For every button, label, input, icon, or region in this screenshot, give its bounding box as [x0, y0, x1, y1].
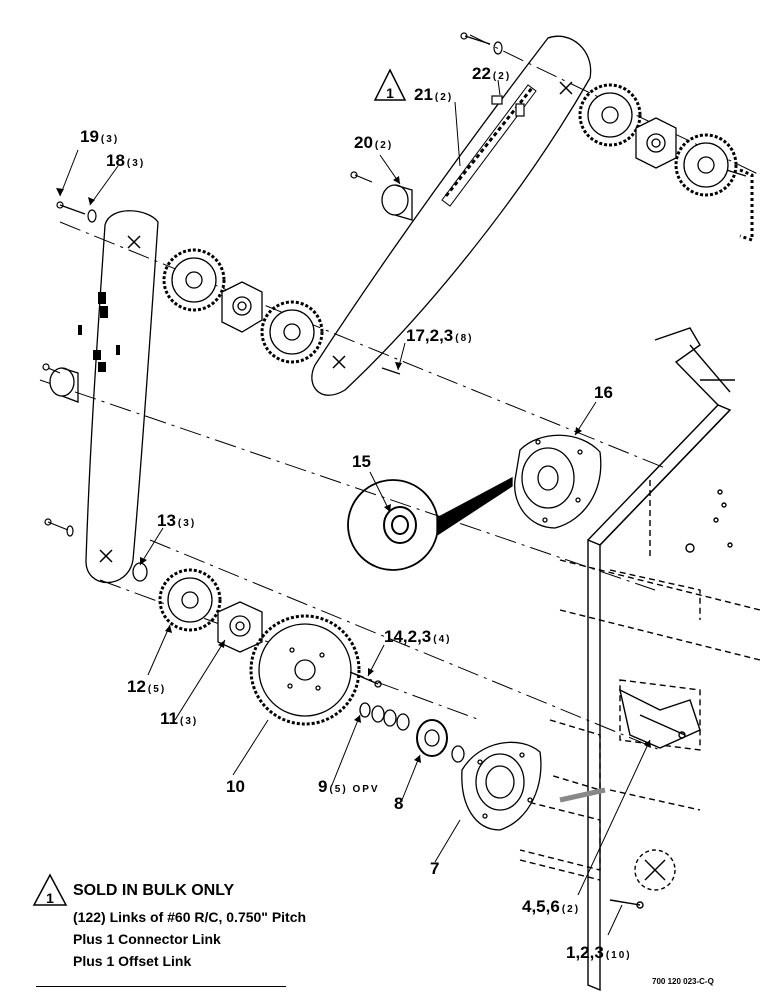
- bearing-plate-16: [514, 434, 602, 529]
- bearing-flange-upper-right: [635, 117, 677, 169]
- sprocket-12: [158, 568, 222, 632]
- sprocket-upper-left-1: [162, 248, 226, 312]
- warning-triangle-top: [373, 68, 407, 101]
- idler-roller-left: [49, 367, 79, 403]
- bearing-8: [416, 719, 448, 757]
- callout-21: 21(2): [414, 85, 454, 104]
- upper-chain-loop: [311, 35, 592, 396]
- upper-chain-cross-marks: [332, 81, 573, 369]
- connector-links: [491, 95, 525, 117]
- sprocket-10: [249, 614, 361, 726]
- triangle-top-number: 1: [386, 85, 394, 101]
- figure-id: 700 120 023-C-Q: [652, 977, 714, 986]
- callout-12: 12(5): [127, 677, 167, 696]
- callout-16: 16: [594, 383, 613, 402]
- callout-15: 15: [352, 452, 371, 471]
- callout-20: 20(2): [354, 133, 394, 152]
- note-title: SOLD IN BULK ONLY: [73, 882, 235, 899]
- bearing-flange-11: [217, 601, 263, 653]
- callout-8: 8: [394, 794, 404, 813]
- note-line-2: Plus 1 Connector Link: [73, 931, 221, 947]
- bolt-14: [349, 671, 382, 688]
- idler-roller-upper: [381, 184, 413, 221]
- note-line-3: Plus 1 Offset Link: [73, 953, 192, 969]
- bearing-flange-upper-left: [221, 281, 263, 333]
- frame-structure: [519, 327, 761, 992]
- sprocket-upper-right-1: [578, 83, 642, 147]
- callout-17: 17,2,3(8): [406, 326, 474, 345]
- callout-19: 19(3): [80, 127, 120, 146]
- washer-13: [132, 562, 148, 582]
- inset-magnifier: [347, 476, 513, 571]
- triangle-note-number: 1: [46, 890, 54, 906]
- leader-arrowheads: [56, 176, 651, 763]
- callout-13: 13(3): [157, 511, 197, 530]
- loose-chain-links: [78, 292, 120, 372]
- callout-22: 22(2): [472, 64, 512, 83]
- left-chain-loop: [85, 210, 159, 583]
- callout-14: 14,2,3(4): [384, 627, 452, 646]
- left-chain-cross-marks: [99, 235, 141, 563]
- callout-10: 10: [226, 777, 245, 796]
- callout-18: 18(3): [106, 151, 146, 170]
- roller-chain-strand: [441, 84, 537, 207]
- note-line-1: (122) Links of #60 R/C, 0.750" Pitch: [73, 909, 307, 925]
- callout-7: 7: [430, 859, 440, 878]
- callout-4-5-6: 4,5,6(2): [522, 897, 581, 916]
- bottom-divider: [36, 986, 286, 987]
- callout-9: 9(5) OPV: [318, 777, 380, 796]
- sprocket-upper-left-2: [260, 300, 324, 364]
- sprocket-upper-right-2: [674, 133, 738, 197]
- spacer-washers-9: [359, 702, 410, 731]
- washer-small: [451, 745, 465, 763]
- bearing-plate-7: [461, 741, 542, 831]
- warning-triangle-note: [32, 873, 68, 906]
- callout-1-2-3: 1,2,3(10): [566, 943, 632, 962]
- callout-11: 11(3): [160, 709, 199, 728]
- chain-cutoff-right: [739, 168, 754, 243]
- hardware-bolts: [42, 32, 747, 537]
